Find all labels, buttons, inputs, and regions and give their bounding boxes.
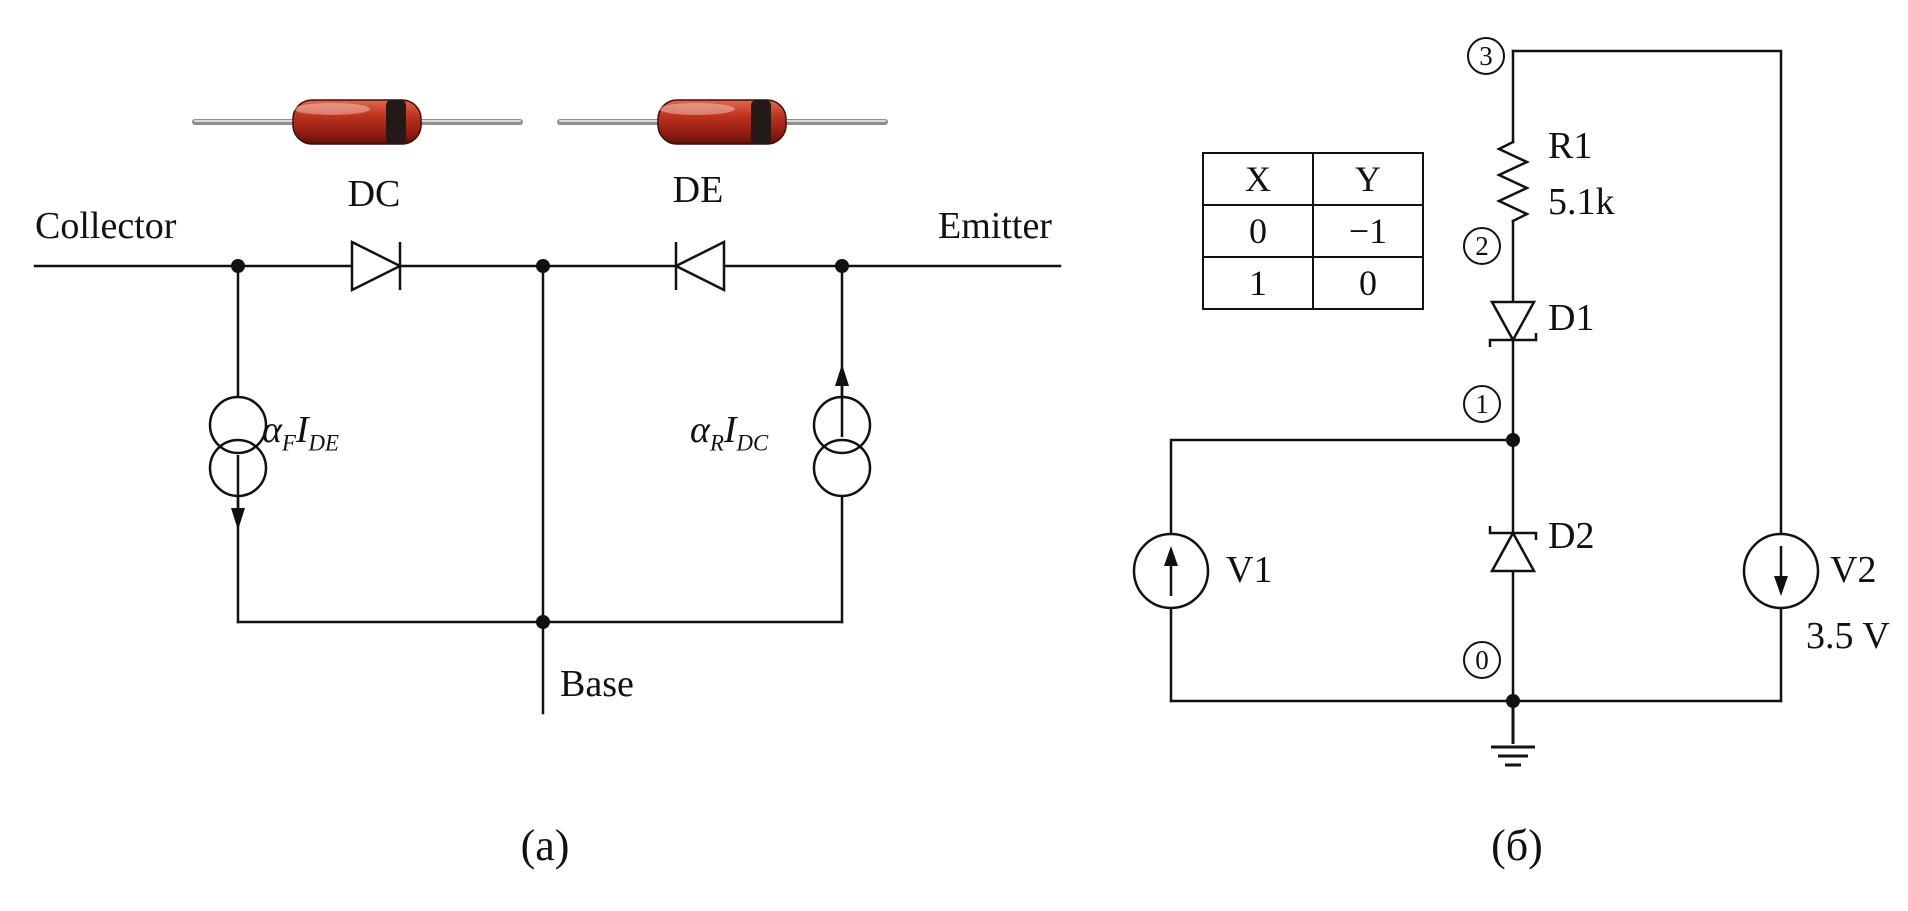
table-header-y: Y (1312, 152, 1424, 206)
diode-d1-symbol (1488, 300, 1538, 347)
table-cell: 0 (1312, 256, 1424, 310)
source-right-label: αRIDC (690, 409, 769, 456)
table-header-row: X Y (1202, 152, 1424, 206)
source-left-label: αFIDE (262, 409, 339, 456)
table-cell: 1 (1202, 256, 1314, 310)
diagram-a-wires (33, 264, 1062, 715)
alpha-symbol: α (690, 409, 710, 451)
resistor-r1-symbol (1496, 140, 1530, 223)
r1-label: R1 (1548, 125, 1593, 167)
node-circle-0: 0 (1463, 641, 1501, 679)
xy-table: X Y 0 −1 1 0 (1202, 152, 1424, 310)
v2-label: V2 (1830, 549, 1877, 591)
source-v2-symbol (1742, 532, 1820, 610)
d1-label: D1 (1548, 297, 1595, 339)
current-source-left (208, 395, 268, 530)
diode-photo-right (557, 99, 888, 145)
emitter-label: Emitter (938, 205, 1052, 247)
node-circle-3: 3 (1467, 37, 1505, 75)
alpha-symbol: α (262, 409, 282, 451)
collector-label: Collector (35, 205, 177, 247)
diagram-b-junctions (1506, 433, 1520, 708)
v1-top-wire (1169, 438, 1515, 536)
current-source-right (812, 364, 872, 498)
v2-value: 3.5 V (1806, 615, 1890, 657)
diode-de-symbol (673, 239, 726, 293)
arrow-up-icon (835, 364, 849, 386)
ground-icon (1491, 701, 1535, 767)
node-circle-2: 2 (1463, 227, 1501, 265)
caption-a: (а) (520, 821, 570, 870)
table-cell: −1 (1312, 204, 1424, 258)
arrow-down-icon (1774, 576, 1788, 596)
table-row: 0 −1 (1202, 204, 1424, 258)
node-circle-1: 1 (1463, 385, 1501, 423)
r1-value: 5.1k (1548, 181, 1615, 223)
d2-label: D2 (1548, 515, 1595, 557)
table-cell: 0 (1202, 204, 1314, 258)
source-v1-symbol (1132, 532, 1210, 610)
diagram-b-wires (1169, 49, 1783, 703)
top-right-wire (1511, 49, 1783, 536)
diode-d2-symbol (1488, 526, 1538, 573)
arrow-up-icon (1164, 546, 1178, 566)
diode-dc-label: DC (347, 173, 401, 215)
caption-b: (б) (1491, 821, 1543, 870)
diagram-a-junctions (231, 259, 849, 629)
diode-de-label: DE (672, 169, 724, 211)
arrow-down-icon (231, 508, 245, 530)
v1-label: V1 (1226, 549, 1273, 591)
table-row: 1 0 (1202, 256, 1424, 310)
table-header-x: X (1202, 152, 1314, 206)
diode-dc-symbol (350, 239, 403, 293)
diode-photo-left (192, 99, 523, 145)
base-label: Base (560, 663, 634, 705)
